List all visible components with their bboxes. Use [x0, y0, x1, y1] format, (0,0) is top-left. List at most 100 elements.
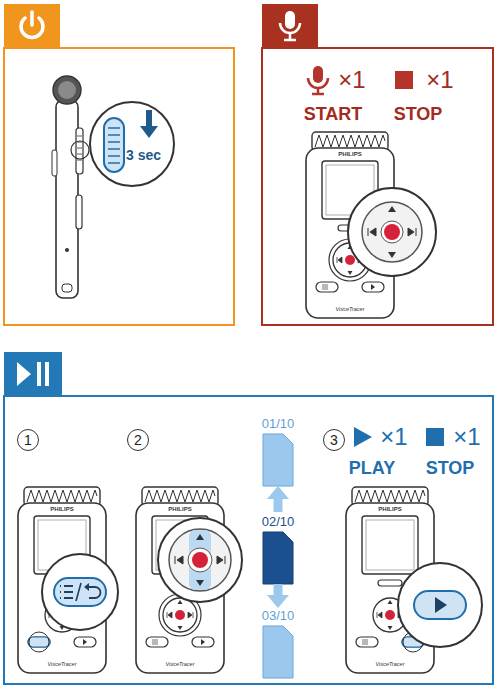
record-panel — [284, 33, 296, 40]
model-label: VoiceTracer — [335, 307, 364, 313]
play-panel — [4, 352, 62, 396]
recorder-step-3 — [435, 597, 447, 613]
recorder-step-2 — [196, 534, 204, 586]
recorder-side-view — [76, 128, 83, 174]
recorder-side-view — [56, 100, 78, 298]
file-icons — [263, 532, 293, 584]
multiplier-label: ×1 — [380, 425, 407, 449]
record-button-zoom — [384, 224, 400, 240]
multiplier-label: ×1 — [426, 68, 453, 92]
power-slider-zoom — [140, 126, 158, 138]
play-panel — [354, 427, 372, 447]
recorder-side-view — [76, 195, 82, 229]
action-label: STOP — [426, 459, 475, 477]
recorder-side-view — [65, 248, 69, 252]
block-arrow — [274, 499, 283, 512]
recorder-step-2 — [189, 530, 211, 590]
recorder-side-view — [62, 284, 72, 292]
step-number: 1 — [17, 429, 39, 451]
brand-label: PHILIPS — [378, 506, 401, 512]
record-panel — [312, 88, 324, 94]
record-panel — [395, 71, 413, 89]
recorder-step-1 — [64, 586, 73, 598]
record-button-zoom — [348, 188, 436, 276]
action-label: STOP — [394, 105, 443, 123]
play-panel — [17, 362, 31, 386]
recorder-step-1 — [60, 586, 61, 598]
recorder-step-2 — [175, 556, 225, 564]
power-panel — [4, 48, 234, 325]
recorder-step-2 — [192, 552, 208, 568]
step-number: 3 — [323, 429, 345, 451]
recorder-side-view — [71, 141, 89, 159]
play-panel — [45, 362, 49, 386]
recorder-step-1 — [28, 637, 50, 647]
record-panel — [262, 4, 318, 48]
duration-label: 3 sec — [126, 147, 161, 163]
power-slider-zoom — [108, 128, 120, 163]
recorder-side-view — [52, 150, 57, 176]
model-label: VoiceTracer — [375, 662, 404, 668]
recorder-step-3 — [398, 563, 482, 647]
play-panel — [4, 352, 493, 684]
recorder-step-1 — [42, 554, 118, 630]
file-icons — [263, 434, 293, 678]
file-icon: 01/10 — [258, 414, 299, 486]
step-number-text: 1 — [24, 433, 32, 447]
recorder-step-2 — [158, 518, 242, 602]
play-panel — [426, 428, 444, 446]
recorder-step-2 — [136, 487, 242, 673]
recorder-side-view — [58, 81, 76, 99]
step-number-text: 2 — [134, 433, 142, 447]
model-label: VoiceTracer — [47, 662, 76, 668]
record-panel — [262, 4, 493, 325]
recorder-side-view — [77, 136, 82, 160]
power-slider-zoom — [146, 110, 152, 126]
power-slider-zoom — [90, 102, 174, 186]
brand-label: PHILIPS — [168, 506, 191, 512]
recorder-step-1 — [29, 632, 49, 652]
recorder-step-1 — [54, 578, 106, 606]
recorder-step-1 — [84, 583, 89, 591]
brand-label: PHILIPS — [338, 151, 361, 157]
recorder-step-1 — [18, 487, 106, 673]
step-number: 2 — [127, 429, 149, 451]
file-index: 01/10 — [262, 416, 295, 432]
recorder-step-1 — [88, 587, 101, 598]
file-index: 03/10 — [262, 608, 295, 624]
record-button-zoom — [381, 221, 403, 243]
zoom-callout: 3 sec — [89, 101, 175, 187]
power-panel — [4, 4, 234, 325]
record-button-zoom — [388, 206, 396, 258]
multiplier-label: ×1 — [338, 68, 365, 92]
file-icons — [263, 434, 293, 486]
recorder-step-1 — [76, 583, 81, 601]
play-panel — [37, 362, 41, 386]
record-panel — [262, 48, 493, 325]
record-button-zoom — [348, 188, 436, 276]
power-panel — [4, 4, 60, 48]
recorder-side-view — [52, 76, 89, 298]
power-slider-zoom — [90, 102, 174, 186]
recorder-side-view — [53, 76, 81, 104]
record-panel — [285, 11, 295, 29]
recorder-step-1 — [18, 487, 118, 673]
step-number-text: 3 — [330, 433, 338, 447]
model-label: VoiceTracer — [165, 662, 194, 668]
record-panel — [313, 66, 323, 83]
recorder-step-3 — [346, 487, 482, 673]
record-button-zoom — [368, 228, 416, 236]
block-arrow — [274, 584, 283, 595]
record-panel — [308, 78, 328, 88]
record-panel — [280, 23, 300, 33]
recorder-step-3 — [414, 591, 466, 619]
multiplier-label: ×1 — [453, 425, 480, 449]
file-icon: 02/10 — [258, 512, 299, 584]
play-panel — [4, 396, 493, 684]
action-label: PLAY — [349, 459, 395, 477]
record-button-zoom — [362, 202, 422, 262]
